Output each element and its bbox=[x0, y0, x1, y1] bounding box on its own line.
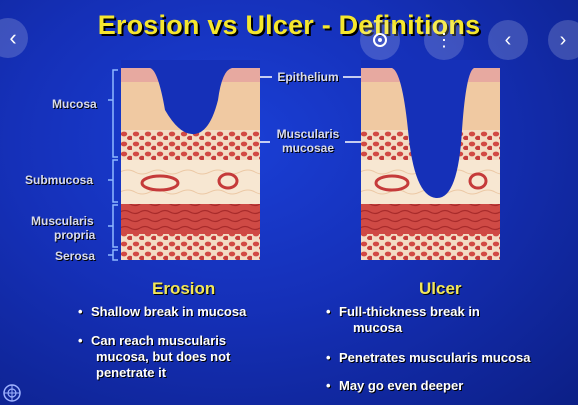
bullet-text-line-3: penetrate it bbox=[96, 365, 167, 380]
bullet-text-line-1: Can reach muscularis bbox=[91, 333, 227, 348]
label-serosa: Serosa bbox=[55, 249, 96, 263]
bullet-text: May go even deeper bbox=[339, 378, 464, 393]
ulcer-bullet-3: • May go even deeper bbox=[326, 378, 571, 396]
label-muscularis-propria-2: propria bbox=[54, 228, 96, 242]
page-title: Erosion vs Ulcer - Definitions bbox=[97, 10, 481, 40]
bullet-text: Penetrates muscularis mucosa bbox=[339, 350, 531, 365]
ulcer-bullet-1: • Full-thickness break in mucosa bbox=[326, 304, 571, 338]
bullet-dot: • bbox=[78, 333, 83, 348]
ulcer-heading: Ulcer bbox=[419, 279, 462, 298]
more-vert-icon: ⋮ bbox=[435, 30, 453, 50]
label-epithelium: Epithelium bbox=[277, 70, 339, 84]
erosion-heading: Erosion bbox=[152, 279, 216, 298]
label-mucosa: Mucosa bbox=[52, 97, 97, 111]
chevron-right-icon: › bbox=[559, 28, 567, 51]
label-submucosa: Submucosa bbox=[25, 173, 94, 187]
bullet-dot: • bbox=[326, 378, 331, 393]
center-label-lines bbox=[260, 76, 361, 143]
erosion-bullet-2: • Can reach muscularis mucosa, but does … bbox=[78, 333, 318, 385]
label-muscularis-mucosae-1: Muscularis bbox=[276, 127, 340, 141]
bullet-text-line-2: mucosa, but does not bbox=[96, 349, 231, 364]
erosion-diagram bbox=[121, 60, 260, 260]
erosion-bullet-1: • Shallow break in mucosa bbox=[78, 304, 318, 322]
ulcer-bullet-2: • Penetrates muscularis mucosa bbox=[326, 350, 571, 368]
bullet-text-line-1: Full-thickness break in bbox=[339, 304, 480, 319]
lens-button[interactable] bbox=[360, 20, 400, 60]
close-icon: ‹ bbox=[9, 25, 17, 50]
label-muscularis-mucosae-2: mucosae bbox=[281, 141, 335, 155]
chevron-left-icon: ‹ bbox=[504, 28, 512, 51]
bullet-text-line-2: mucosa bbox=[353, 320, 403, 335]
previous-button[interactable]: ‹ bbox=[488, 20, 528, 60]
lens-icon bbox=[373, 33, 387, 47]
seal-icon bbox=[3, 384, 21, 402]
more-button[interactable]: ⋮ bbox=[424, 20, 464, 60]
bullet-dot: • bbox=[326, 304, 331, 319]
layer-brackets bbox=[108, 69, 118, 261]
bullet-dot: • bbox=[326, 350, 331, 365]
bullet-text: Shallow break in mucosa bbox=[91, 304, 247, 319]
next-button[interactable]: › bbox=[548, 20, 578, 60]
ulcer-diagram bbox=[361, 60, 500, 260]
bullet-dot: • bbox=[78, 304, 83, 319]
label-muscularis-propria-1: Muscularis bbox=[31, 214, 94, 228]
